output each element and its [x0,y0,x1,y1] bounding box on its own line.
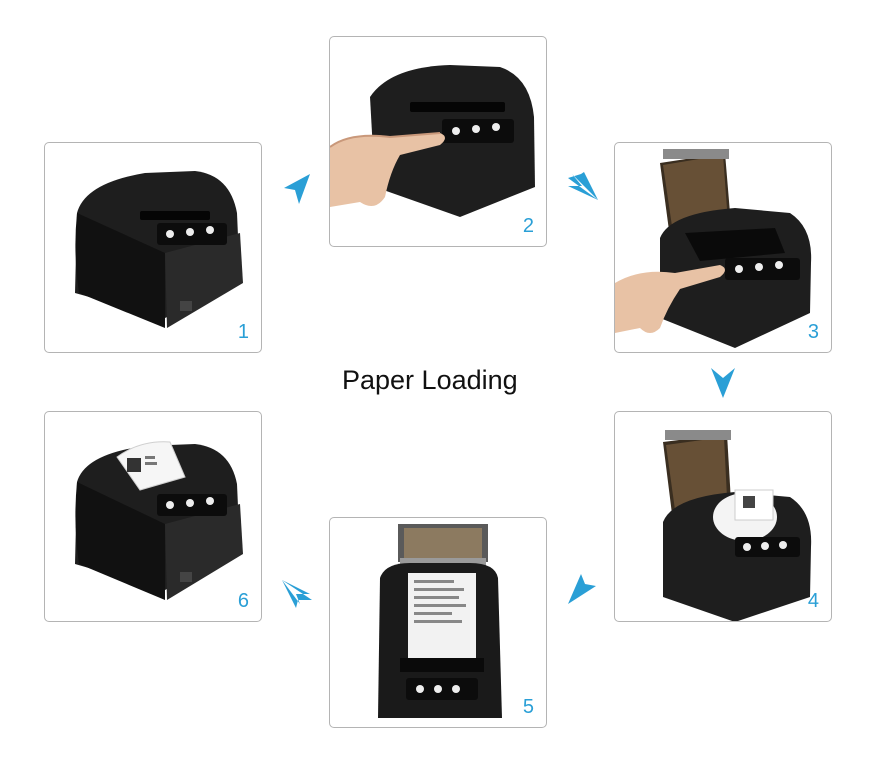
step-1-panel: 1 [44,142,262,353]
step-5-panel: 5 [329,517,547,728]
arrow-down-left-icon [568,574,596,604]
step-2-panel: 2 [329,36,547,247]
step-number: 4 [807,590,819,612]
paper-pulled-out-front-view-image [378,524,502,718]
step-number: 6 [237,590,249,612]
step-number: 3 [807,321,819,343]
printer-closed-image [75,171,243,328]
arrow-up-left-icon [282,580,312,608]
cover-closed-receipt-out-image [75,441,243,600]
arrow-up-right-icon [284,174,310,204]
arrow-down-icon [711,368,735,398]
step-4-panel: 4 [614,411,832,622]
step-number: 1 [237,321,249,343]
step-6-panel: 6 [44,411,262,622]
step-3-panel: 3 [614,142,832,353]
arrow-down-right-icon [568,172,598,200]
finger-pressing-cover-button-image [330,65,535,217]
step-number: 5 [522,696,534,718]
step-number: 2 [522,215,534,237]
diagram-title: Paper Loading [342,365,518,395]
paper-roll-inserted-image [663,430,812,621]
cover-open-finger-pointing-image [615,149,812,348]
